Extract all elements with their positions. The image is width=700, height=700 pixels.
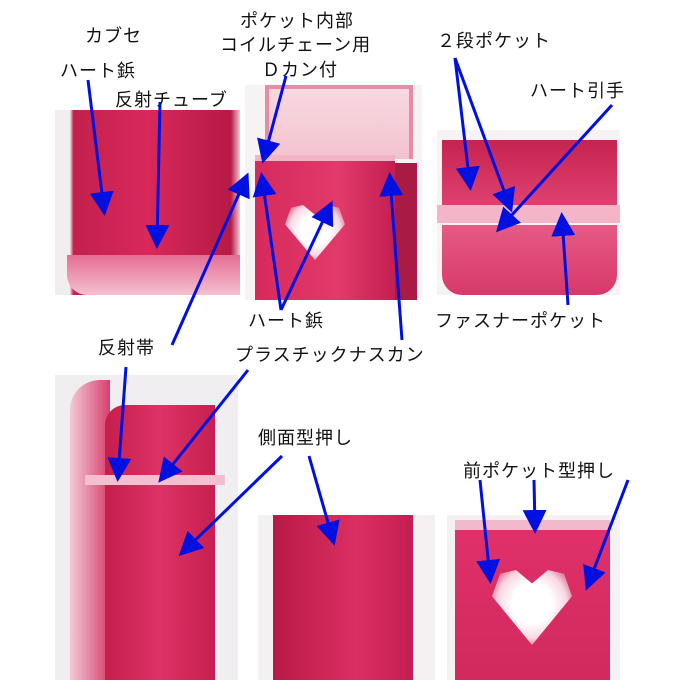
- photo-two-stage-pocket: [437, 130, 620, 295]
- label-heart-rivet-mid: ハート鋲: [248, 311, 324, 332]
- label-pocket-inner: ポケット内部: [240, 11, 354, 32]
- label-two-stage-pocket: ２段ポケット: [437, 31, 551, 52]
- photo-side-emboss: [258, 515, 435, 680]
- label-reflective-band: 反射帯: [98, 338, 155, 359]
- photo-front-pocket-open: [245, 85, 422, 300]
- photo-flap-closeup: [55, 110, 240, 295]
- label-d-ring: Ｄカン付: [262, 60, 338, 81]
- photo-side-view: [55, 375, 238, 680]
- label-heart-rivet-top: ハート鋲: [60, 61, 136, 82]
- photo-front-pocket-emboss: [447, 515, 620, 680]
- label-coil-chain: コイルチェーン用: [220, 35, 372, 56]
- label-reflective-tube: 反射チューブ: [115, 90, 228, 111]
- label-side-emboss: 側面型押し: [258, 428, 353, 449]
- label-front-pocket-emboss: 前ポケット型押し: [463, 461, 615, 482]
- label-zipper-pocket: ファスナーポケット: [435, 311, 606, 332]
- label-heart-pull: ハート引手: [530, 81, 625, 102]
- label-plastic-hook: プラスチックナスカン: [235, 345, 425, 366]
- label-kabuse: カブセ: [85, 26, 142, 47]
